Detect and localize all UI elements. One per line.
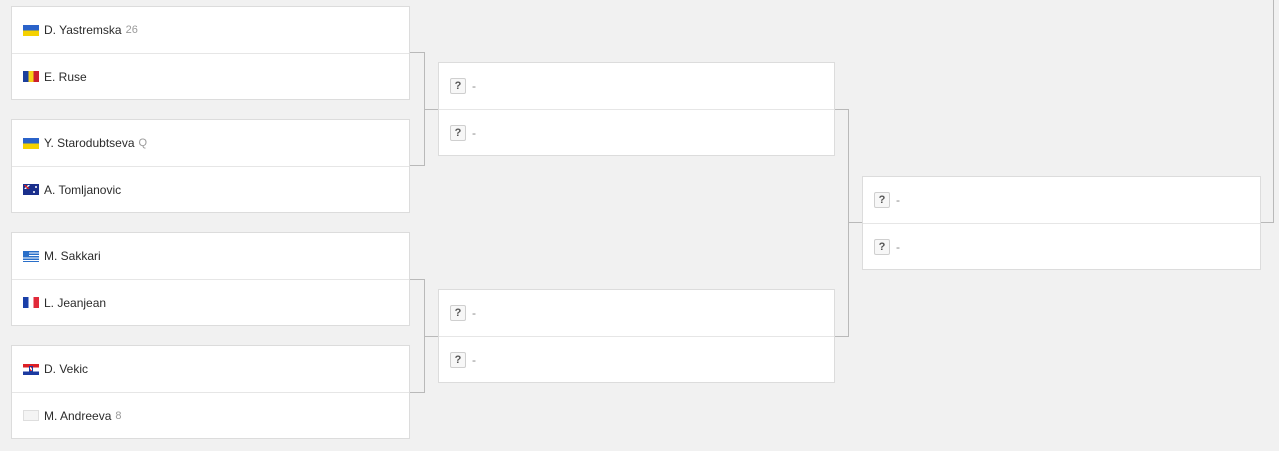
bracket-connector	[410, 52, 425, 53]
player-slot[interactable]: D. Yastremska 26	[12, 7, 409, 53]
player-name: E. Ruse	[44, 69, 87, 84]
player-name: M. Sakkari	[44, 249, 101, 263]
ukraine-flag-icon	[23, 137, 39, 149]
player-slot[interactable]: E. Ruse	[12, 53, 409, 99]
unknown-player-icon: ?	[450, 305, 466, 321]
tbd-slot[interactable]: ? -	[863, 223, 1260, 269]
france-flag-icon	[23, 297, 39, 308]
match-r1-1[interactable]: D. Yastremska 26 E. Ruse	[11, 6, 410, 100]
player-seed: 26	[125, 24, 138, 36]
player-name: L. Jeanjean	[44, 295, 107, 310]
bracket-connector	[410, 279, 425, 280]
player-slot[interactable]: M. Sakkari	[12, 233, 409, 279]
player-name: D. Vekic	[44, 362, 89, 376]
player-seed: Q	[138, 137, 148, 149]
player-slot[interactable]: M. Andreeva 8	[12, 392, 409, 438]
tbd-slot[interactable]: ? -	[439, 109, 834, 155]
bracket-connector	[424, 109, 438, 110]
unknown-player-icon: ?	[450, 78, 466, 94]
bracket-connector	[410, 165, 425, 166]
tbd-slot[interactable]: ? -	[863, 177, 1260, 223]
match-r1-3[interactable]: M. Sakkari L. Jeanjean	[11, 232, 410, 326]
player-name: D. Yastremska	[44, 23, 122, 37]
ukraine-flag-icon	[23, 24, 39, 36]
bracket-connector	[835, 336, 849, 337]
tbd-dash: -	[472, 125, 476, 140]
bracket-connector	[1261, 222, 1274, 223]
tbd-slot[interactable]: ? -	[439, 336, 834, 382]
tbd-dash: -	[472, 306, 476, 320]
bracket-connector	[848, 222, 862, 223]
player-slot[interactable]: Y. Starodubtseva Q	[12, 120, 409, 166]
bracket-connector	[835, 109, 849, 110]
match-r1-4[interactable]: D. Vekic M. Andreeva 8	[11, 345, 410, 439]
tbd-slot[interactable]: ? -	[439, 63, 834, 109]
player-name: Y. Starodubtseva	[44, 136, 135, 150]
blank-flag-icon	[23, 410, 39, 421]
match-r3-1[interactable]: ? - ? -	[862, 176, 1261, 270]
tbd-dash: -	[896, 193, 900, 207]
bracket-connector	[848, 109, 849, 337]
player-slot[interactable]: D. Vekic	[12, 346, 409, 392]
match-r2-2[interactable]: ? - ? -	[438, 289, 835, 383]
greece-flag-icon	[23, 250, 39, 262]
tbd-dash: -	[472, 352, 476, 367]
unknown-player-icon: ?	[450, 351, 466, 368]
bracket-connector	[1273, 0, 1274, 223]
tbd-dash: -	[472, 79, 476, 93]
romania-flag-icon	[23, 71, 39, 82]
player-name: A. Tomljanovic	[44, 182, 122, 197]
player-slot[interactable]: A. Tomljanovic	[12, 166, 409, 212]
unknown-player-icon: ?	[874, 192, 890, 208]
unknown-player-icon: ?	[874, 238, 890, 255]
tbd-slot[interactable]: ? -	[439, 290, 834, 336]
bracket-connector	[424, 336, 438, 337]
australia-flag-icon	[23, 184, 39, 195]
tbd-dash: -	[896, 239, 900, 254]
match-r1-2[interactable]: Y. Starodubtseva Q A. Tomljanovic	[11, 119, 410, 213]
match-r2-1[interactable]: ? - ? -	[438, 62, 835, 156]
unknown-player-icon: ?	[450, 124, 466, 141]
croatia-flag-icon	[23, 363, 39, 375]
player-name: M. Andreeva	[44, 408, 112, 423]
player-slot[interactable]: L. Jeanjean	[12, 279, 409, 325]
bracket-connector	[410, 392, 425, 393]
player-seed: 8	[115, 409, 122, 422]
